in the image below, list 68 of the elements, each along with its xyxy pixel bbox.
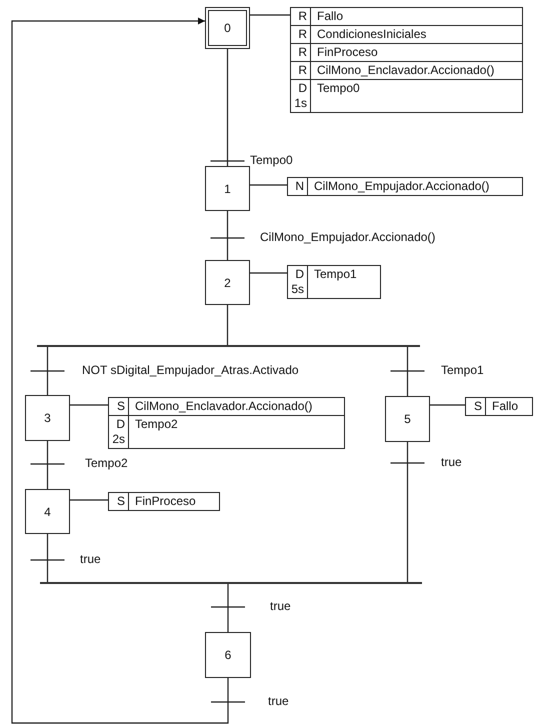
edge-label: CilMono_Empujador.Accionado() [260, 230, 436, 244]
action-name: FinProceso [134, 493, 197, 510]
edge-label: Tempo0 [250, 153, 293, 167]
action-qualifier: S [109, 493, 129, 510]
step-box [205, 632, 251, 678]
step-number: 2 [224, 276, 231, 290]
action-qualifier: D 5s [288, 266, 308, 298]
action-row [291, 44, 522, 62]
action-name: Tempo0 [316, 80, 361, 97]
action-row [291, 26, 522, 44]
action-row [109, 398, 344, 416]
connector-line [46, 534, 48, 582]
return-arrow [11, 18, 229, 724]
action-block [290, 7, 523, 113]
step-box [385, 396, 430, 442]
connector-line [406, 442, 408, 582]
action-link [430, 404, 465, 406]
action-name: CilMono_Enclavador.Accionado() [316, 62, 496, 79]
action-qualifier: R [291, 62, 311, 79]
step-number: 4 [44, 504, 51, 518]
action-qualifier: R [291, 44, 311, 61]
step-box [205, 260, 250, 305]
action-name: CilMono_Empujador.Accionado() [313, 178, 490, 195]
action-name: CondicionesIniciales [316, 26, 428, 43]
action-name: Tempo1 [313, 266, 358, 283]
action-qualifier: R [291, 26, 311, 43]
edge-label: Tempo1 [441, 363, 484, 377]
action-name: FinProceso [316, 44, 379, 61]
action-qualifier: D 1s [291, 80, 311, 112]
step-number: 6 [224, 648, 232, 662]
step-number: 1 [224, 182, 231, 196]
action-link [250, 272, 287, 274]
step-number: 3 [44, 411, 51, 425]
action-name: Tempo2 [134, 416, 179, 433]
action-name: Fallo [316, 8, 344, 25]
action-name: Fallo [491, 398, 520, 415]
action-qualifier: D 2s [109, 416, 129, 448]
connector-line [46, 441, 48, 489]
action-row [291, 62, 522, 80]
connector-line [226, 211, 228, 260]
connector-line [226, 49, 228, 166]
edge-label: true [80, 552, 101, 566]
connector-line [46, 345, 48, 395]
action-qualifier: R [291, 8, 311, 25]
action-link [70, 404, 108, 406]
edge-label: true [268, 694, 289, 708]
action-qualifier: N [288, 178, 308, 195]
step-box [205, 166, 250, 211]
edge-label: Tempo2 [85, 456, 128, 470]
step-box [25, 489, 70, 534]
step-box [25, 395, 70, 441]
edge-label: true [270, 599, 291, 613]
action-name: CilMono_Enclavador.Accionado() [134, 398, 314, 415]
connector-line [406, 345, 408, 396]
edge-label: true [441, 455, 462, 469]
action-row [291, 8, 522, 26]
connector-line [227, 582, 229, 632]
action-link [250, 14, 290, 16]
step-number: 5 [404, 412, 411, 426]
action-link [250, 184, 287, 186]
step-number: 0 [224, 21, 231, 35]
action-block [108, 397, 345, 449]
connector-line [226, 305, 228, 345]
initial-step-box [205, 7, 250, 49]
action-qualifier: S [466, 398, 486, 415]
action-qualifier: S [109, 398, 129, 415]
action-link [70, 499, 108, 501]
edge-label: NOT sDigital_Empujador_Atras.Activado [82, 363, 299, 377]
